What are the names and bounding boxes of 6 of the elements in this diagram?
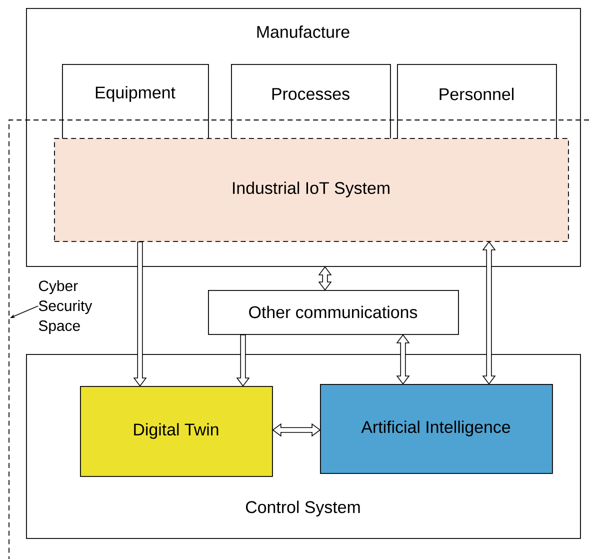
block-arrow xyxy=(236,334,250,387)
region-label: Cyber Security Space xyxy=(38,280,92,334)
process-box: Other communications xyxy=(208,290,459,335)
process-box: Artificial Intelligence xyxy=(320,384,553,474)
process-box: Digital Twin xyxy=(80,386,273,477)
block-arrow xyxy=(133,242,147,387)
